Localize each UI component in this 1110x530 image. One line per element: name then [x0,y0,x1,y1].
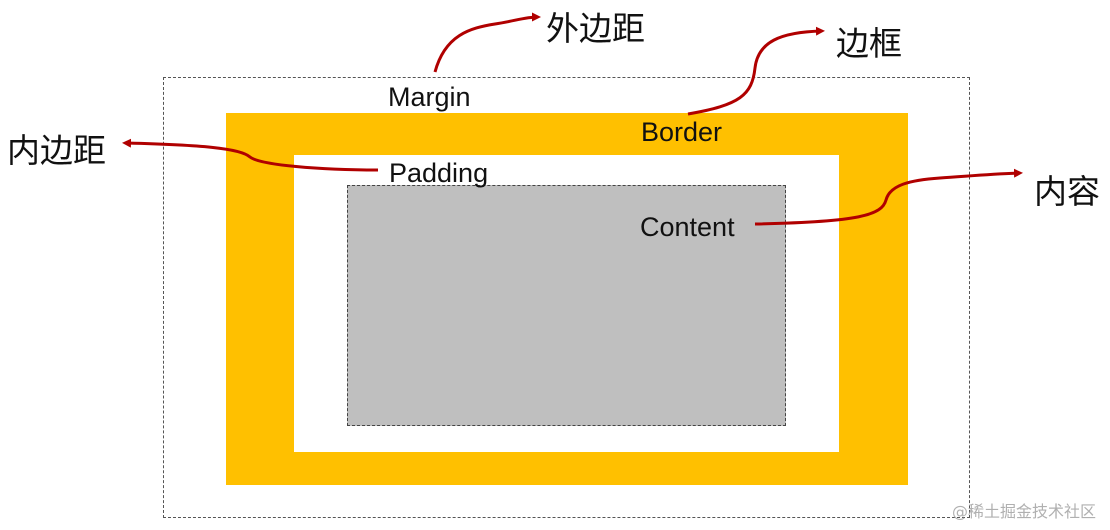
border-arrow [687,26,825,116]
margin-arrow [433,12,541,73]
margin-label: Margin [388,82,471,112]
padding-label: Padding [389,158,489,188]
margin-box [163,77,970,518]
watermark: @稀土掘金技术社区 [951,502,1096,521]
padding-arrow [122,138,379,172]
padding-annotation: 内边距 [7,131,106,170]
content-annotation: 内容 [1034,172,1100,211]
content-label: Content [640,212,735,242]
content-arrow [754,168,1023,226]
border-annotation: 边框 [836,24,902,63]
content-box [347,185,786,426]
margin-annotation: 外边距 [546,9,645,48]
border-label: Border [641,117,723,147]
